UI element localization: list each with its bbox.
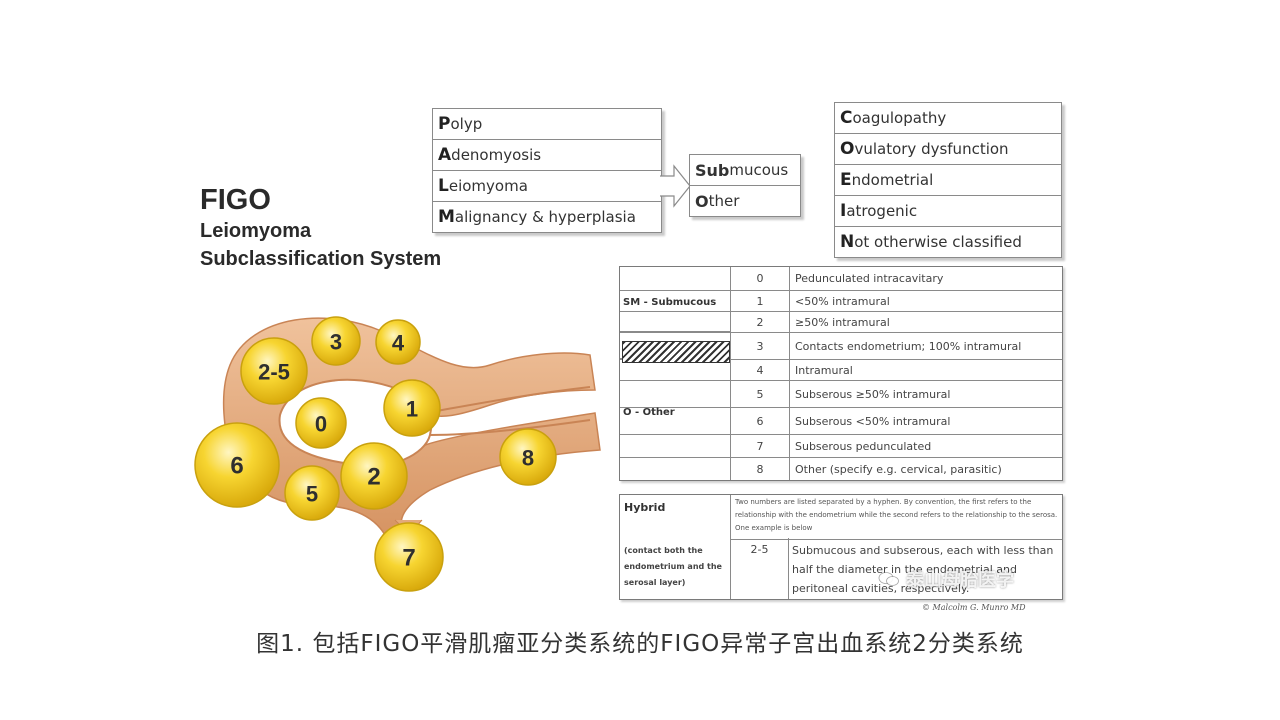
fibroid-circle xyxy=(284,465,340,521)
figo-title: FIGO Leiomyoma Subclassification System xyxy=(200,183,441,273)
fibroid-circle xyxy=(374,522,444,592)
watermark: 泰山母胎医学 xyxy=(878,566,1014,592)
fibroid-label: 2-5 xyxy=(258,360,290,385)
fibroid-label: 8 xyxy=(522,446,534,471)
hybrid-code: 2-5 xyxy=(731,538,789,599)
table-row: 1<50% intramural xyxy=(620,291,1062,312)
fibroid-label: 4 xyxy=(392,331,405,356)
fibroid-circle xyxy=(375,319,421,365)
title-line-3: Subclassification System xyxy=(200,248,442,270)
fibroid-0: 0 xyxy=(295,397,347,449)
hybrid-label-cell: Hybrid (contact both the endometrium and… xyxy=(620,495,731,599)
hybrid-label: Hybrid xyxy=(624,501,666,514)
fibroid-circle xyxy=(383,379,441,437)
wechat-icon xyxy=(878,572,899,586)
copyright: © Malcolm G. Munro MD xyxy=(922,603,1026,612)
group-label-submucous: SM - Submucous xyxy=(623,297,717,308)
fibroid-circle xyxy=(295,397,347,449)
fibroid-circle xyxy=(240,337,308,405)
fibroid-4: 4 xyxy=(375,319,421,365)
fibroid-5: 5 xyxy=(284,465,340,521)
title-line-1: FIGO xyxy=(200,184,271,216)
hybrid-table: Hybrid (contact both the endometrium and… xyxy=(619,494,1063,600)
fibroid-1: 1 xyxy=(383,379,441,437)
hybrid-sublabel: (contact both the endometrium and the se… xyxy=(624,546,722,587)
fibroid-label: 7 xyxy=(402,545,415,572)
fibroid-3: 3 xyxy=(311,316,361,366)
hatch-pattern xyxy=(622,341,730,363)
group-label-other: O - Other xyxy=(623,407,675,418)
fibroid-8: 8 xyxy=(499,428,557,486)
fibroid-label: 1 xyxy=(406,397,418,422)
watermark-text: 泰山母胎医学 xyxy=(906,570,1014,591)
fibroid-circle xyxy=(340,442,408,510)
fibroid-circle xyxy=(311,316,361,366)
fibroid-7: 7 xyxy=(374,522,444,592)
fibroid-2: 2 xyxy=(340,442,408,510)
fibroid-label: 6 xyxy=(230,453,243,480)
uterus-illustration: 2-5 3 4 0 1 6 5 2 8 7 xyxy=(194,316,601,592)
fibroid-label: 0 xyxy=(315,412,327,437)
arrow-icon xyxy=(660,164,691,208)
fibroid-6: 6 xyxy=(194,422,280,508)
title-line-2: Leiomyoma xyxy=(200,220,312,242)
fibroid-label: 3 xyxy=(330,330,342,355)
figure-caption: 图1. 包括FIGO平滑肌瘤亚分类系统的FIGO异常子宫出血系统2分类系统 xyxy=(256,631,1024,657)
table-row: 2≥50% intramural xyxy=(620,312,1062,333)
fibroid-label: 2 xyxy=(367,464,380,491)
fibroid-circle xyxy=(194,422,280,508)
fibroid-label: 5 xyxy=(306,482,318,507)
hybrid-note: Two numbers are listed separated by a hy… xyxy=(731,495,1062,540)
hybrid-description: Submucous and subserous, each with less … xyxy=(792,544,1054,595)
fibroid-2-5: 2-5 xyxy=(240,337,308,405)
fibroid-circle xyxy=(499,428,557,486)
